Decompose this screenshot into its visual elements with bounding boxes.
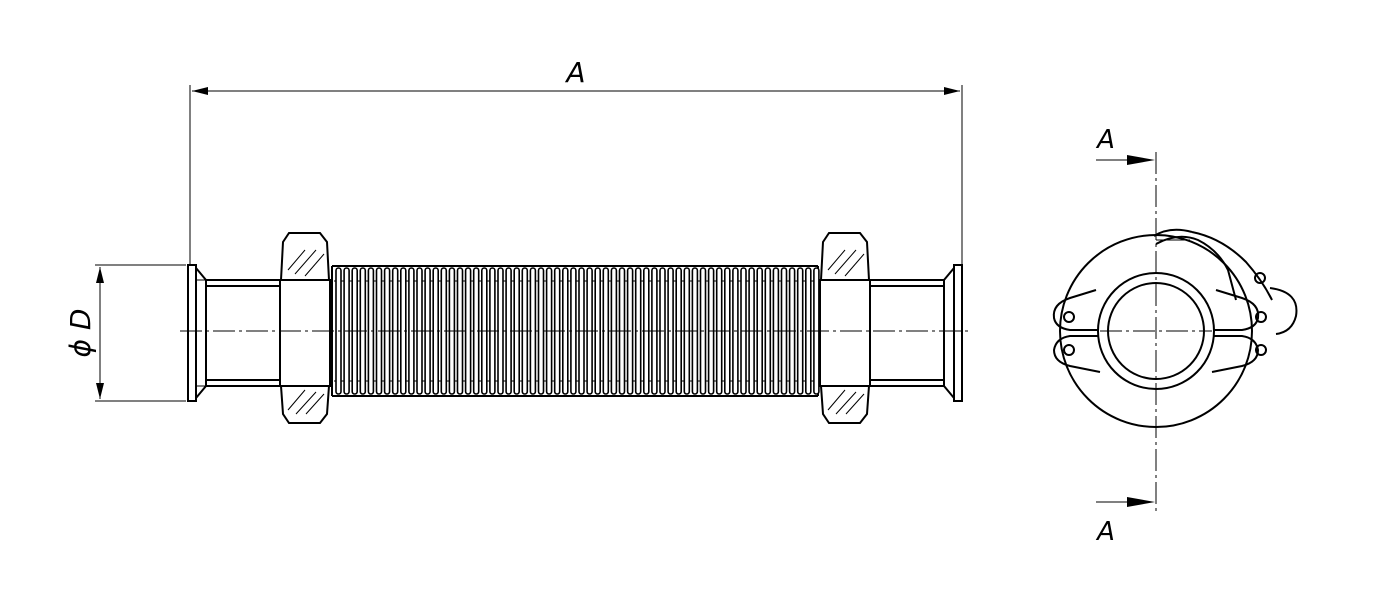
clamp-lugs [1052,272,1298,373]
left-flange [187,264,280,402]
section-mark-bottom-label: A [1095,517,1115,547]
dimension-d: ϕ D [64,264,186,402]
dimension-a: A [189,56,963,265]
side-view: A ϕ D [64,56,972,424]
end-view: A A [1052,125,1298,547]
section-mark-bottom: A [1095,497,1155,547]
bellows-corrugation [537,267,545,395]
right-flange [870,264,963,402]
bellows-corrugation [464,267,472,395]
dimension-a-label: A [564,56,585,89]
left-collar [279,232,331,424]
clamp-latch [1153,228,1273,301]
dimension-d-label: ϕ D [64,309,97,358]
right-collar [819,232,871,424]
section-mark-top-label: A [1095,125,1115,155]
section-mark-top: A [1095,125,1155,165]
